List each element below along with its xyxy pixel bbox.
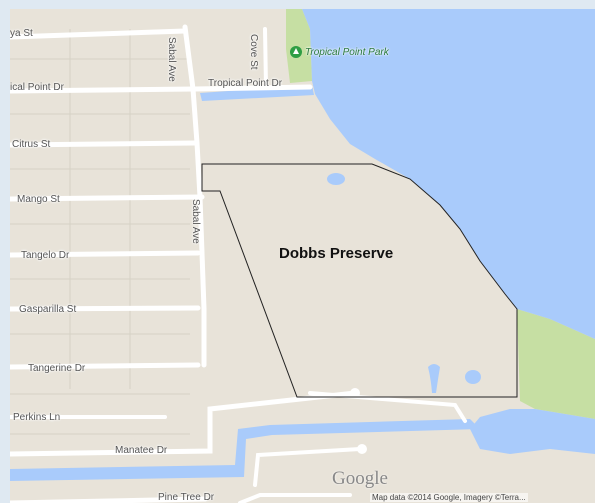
street-label: Mango St	[17, 194, 60, 205]
street-label: Citrus St	[12, 139, 51, 150]
dobbs-preserve-boundary[interactable]	[201, 163, 518, 398]
google-logo: Google	[332, 468, 388, 489]
lot-lines	[10, 29, 190, 435]
street-label: Tropical Point Dr	[208, 78, 283, 89]
street-label: Cove St	[248, 34, 259, 70]
pond	[465, 370, 481, 384]
pond	[428, 364, 440, 393]
street-label: Sabal Ave	[166, 37, 177, 82]
park-label: Tropical Point Park	[305, 46, 389, 58]
street-label: Gasparilla St	[19, 304, 77, 315]
street-label: ical Point Dr	[10, 82, 64, 93]
cul-de-sac	[350, 388, 360, 398]
map-canvas[interactable]: ya St ical Point Dr Tropical Point Dr Ci…	[10, 9, 595, 503]
park-marker[interactable]: Tropical Point Park	[290, 46, 389, 58]
street-label: Pine Tree Dr	[158, 492, 215, 503]
park-tree-icon	[290, 46, 302, 58]
street-label: Tangelo Dr	[21, 250, 70, 261]
bay-water	[302, 9, 595, 339]
preserve-label: Dobbs Preserve	[279, 245, 394, 262]
street-label: ya St	[10, 28, 33, 39]
south-canal	[10, 419, 480, 481]
map-attribution[interactable]: Map data ©2014 Google, Imagery ©Terra...	[370, 493, 528, 502]
street-label: Manatee Dr	[115, 445, 168, 456]
street-label: Sabal Ave	[190, 199, 201, 244]
street-label: Perkins Ln	[13, 412, 61, 423]
roads	[10, 24, 467, 503]
street-label: Tangerine Dr	[28, 363, 86, 374]
east-water	[470, 409, 595, 454]
southeast-park-area	[517, 309, 595, 419]
cul-de-sac	[357, 444, 367, 454]
map-svg	[10, 9, 595, 503]
pond	[327, 173, 345, 185]
